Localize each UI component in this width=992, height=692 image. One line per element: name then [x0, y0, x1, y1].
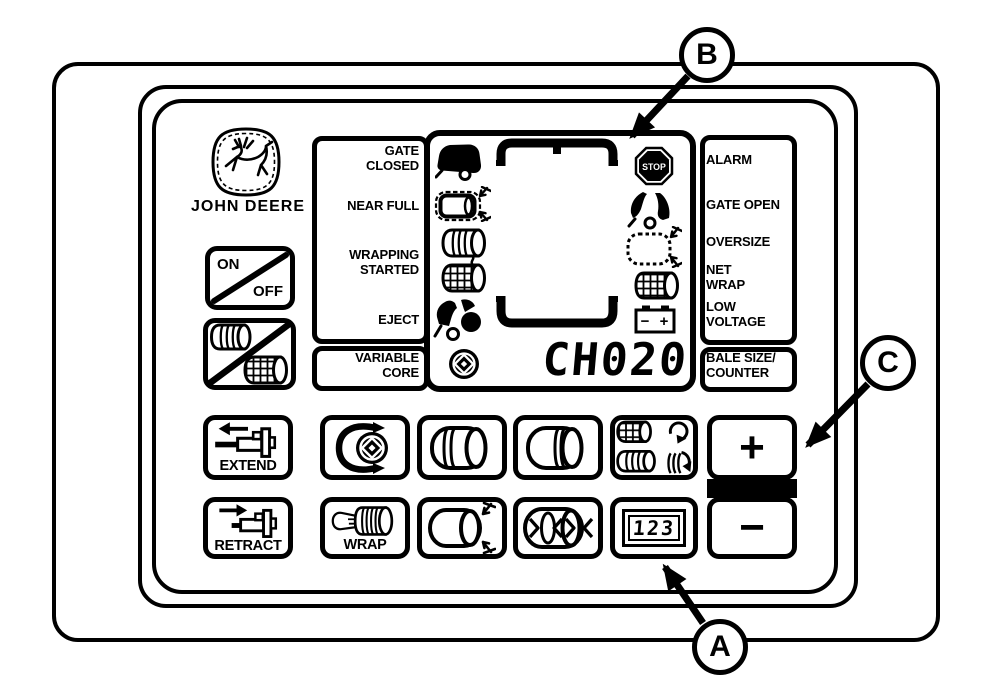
off-label: OFF	[253, 283, 283, 300]
bale-density-icon	[523, 507, 594, 549]
bale-size-upper-bracket-icon	[496, 138, 618, 166]
on-off-button[interactable]: ON OFF	[205, 246, 295, 310]
wrapping-started-icon	[441, 228, 486, 293]
plus-minus-divider	[707, 479, 797, 498]
gate-closed-icon	[435, 144, 482, 181]
minus-label: −	[739, 503, 765, 552]
bale-soft-core-left-icon	[430, 425, 488, 470]
lcd-readout: CH020	[540, 333, 691, 386]
leaping-deer-icon	[224, 136, 274, 177]
net-feed-icon	[616, 420, 692, 474]
bale-size-lower-bracket-icon	[496, 296, 618, 328]
variable-core-select-button[interactable]	[320, 415, 410, 480]
callout-a: A	[692, 619, 748, 675]
bale-size-counter-label: BALE SIZE/ COUNTER	[706, 350, 776, 380]
john-deere-logo	[211, 127, 281, 197]
increase-button[interactable]: +	[707, 415, 797, 480]
wrap-label: WRAP	[343, 536, 387, 553]
near-full-label: NEAR FULL	[347, 198, 419, 213]
left-status-panel	[312, 136, 429, 344]
wrapping-started-label: WRAPPING STARTED	[349, 247, 419, 277]
retract-label: RETRACT	[214, 537, 282, 554]
gate-closed-label: GATE CLOSED	[366, 143, 419, 173]
gate-open-icon	[627, 192, 670, 230]
bale-soft-core-right-icon	[526, 425, 584, 470]
counter-display-window: 123	[628, 515, 680, 541]
stop-alarm-icon: STOP	[634, 146, 674, 186]
variable-core-panel	[312, 346, 429, 391]
net-feed-button[interactable]	[610, 415, 698, 480]
monitor-housing-middle-frame	[138, 85, 858, 608]
on-off-slash-icon	[211, 252, 289, 304]
twine-net-slash-icon	[208, 323, 291, 385]
counter-digits: 123	[631, 516, 677, 540]
extend-label: EXTEND	[219, 458, 277, 474]
eject-icon	[433, 299, 481, 341]
variable-core-icon	[449, 349, 479, 379]
retract-button[interactable]: RETRACT	[203, 497, 293, 559]
counter-display-frame: 123	[622, 509, 686, 547]
near-full-icon	[434, 186, 491, 222]
low-voltage-battery-icon: − +	[634, 305, 676, 334]
bale-size-adjust-icon	[428, 502, 496, 554]
oversize-label: OVERSIZE	[706, 234, 771, 249]
brand-name: JOHN DEERE	[190, 198, 306, 215]
eject-label: EJECT	[378, 312, 419, 327]
net-wrap-icon	[634, 271, 679, 300]
monitor-housing-outer-frame	[52, 62, 940, 642]
on-label: ON	[217, 256, 240, 273]
bale-soft-core-left-button[interactable]	[417, 415, 507, 480]
bale-size-adjust-button[interactable]	[417, 497, 507, 559]
bale-soft-core-right-button[interactable]	[513, 415, 603, 480]
callout-b-letter: B	[696, 38, 718, 71]
wrap-hand-icon	[331, 505, 394, 536]
net-wrap-label: NET WRAP	[706, 262, 745, 292]
right-status-panel	[700, 135, 797, 345]
decrease-button[interactable]: −	[707, 497, 797, 559]
extend-button[interactable]: EXTEND	[203, 415, 293, 480]
bale-density-button[interactable]	[513, 497, 603, 559]
stop-text: STOP	[642, 162, 666, 172]
callout-c: C	[860, 335, 916, 391]
gate-open-label: GATE OPEN	[706, 197, 780, 212]
battery-minus-text: −	[641, 313, 650, 330]
variable-core-label: VARIABLE CORE	[355, 350, 419, 380]
extend-actuator-icon	[215, 422, 277, 458]
oversize-icon	[626, 226, 682, 268]
callout-b: B	[679, 27, 735, 83]
callout-a-letter: A	[709, 630, 731, 663]
counter-button[interactable]: 123	[610, 497, 698, 559]
plus-label: +	[739, 422, 765, 472]
callout-c-letter: C	[877, 346, 899, 379]
low-voltage-label: LOW VOLTAGE	[706, 299, 766, 329]
wrap-button[interactable]: WRAP	[320, 497, 410, 559]
variable-core-select-icon	[335, 421, 388, 474]
bale-size-counter-panel	[700, 347, 797, 392]
alarm-label: ALARM	[706, 152, 752, 167]
twine-net-select-button[interactable]	[203, 318, 296, 390]
monitor-panel-face	[152, 99, 838, 594]
battery-plus-text: +	[660, 313, 669, 330]
retract-actuator-icon	[219, 503, 278, 538]
